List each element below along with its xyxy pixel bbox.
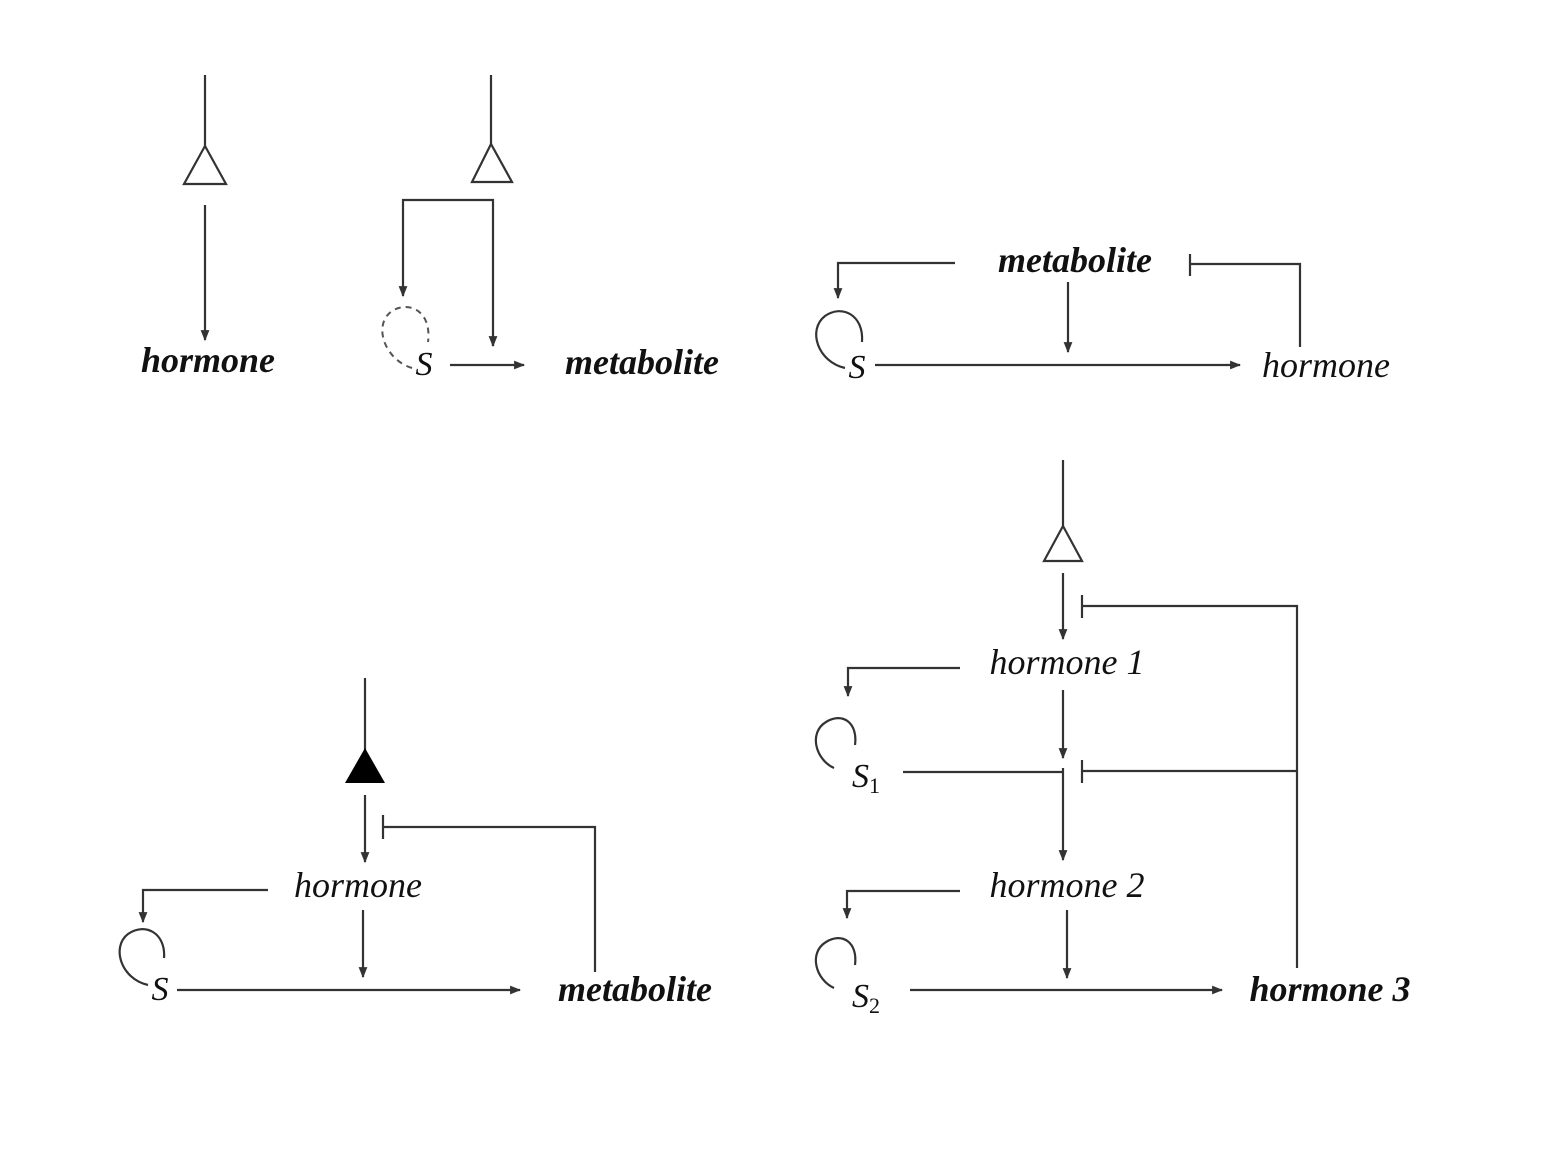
hormone-label: hormone: [1262, 345, 1390, 385]
substrate-label: S: [152, 971, 169, 1008]
substrate-2-label: S2: [852, 978, 880, 1018]
open-triangle-icon: [470, 141, 514, 184]
self-loop: [814, 717, 857, 770]
arrow: [138, 888, 268, 924]
panel-c: metabolite S hormone: [815, 240, 1390, 386]
substrate-1-label: S1: [852, 758, 880, 798]
panel-a: hormone: [141, 75, 275, 380]
panel-d: hormone S metabolite: [118, 678, 712, 1009]
metabolite-label: metabolite: [565, 342, 719, 382]
arrow: [842, 889, 960, 920]
arrow: [833, 261, 955, 300]
self-loop: [814, 937, 857, 990]
hormone-3-label: hormone 3: [1249, 969, 1410, 1009]
metabolite-label: metabolite: [998, 240, 1152, 280]
self-loop: [815, 310, 864, 370]
hormone-label: hormone: [141, 340, 275, 380]
open-triangle-icon: [1042, 523, 1084, 563]
inhibition-line: [1082, 604, 1299, 968]
substrate-label: S: [416, 346, 433, 383]
inhibition-line: [1190, 262, 1302, 347]
dashed-self-loop: [381, 306, 430, 369]
inhibition-line: [383, 825, 597, 972]
metabolite-label: metabolite: [558, 969, 712, 1009]
bracket-line: [401, 198, 495, 346]
substrate-label: S: [849, 349, 866, 386]
panel-b: S metabolite: [381, 75, 719, 383]
panel-e: hormone 1 S1 hormone 2 S2 hormone 3: [814, 460, 1411, 1018]
hormone-label: hormone: [294, 865, 422, 905]
hormone-1-label: hormone 1: [990, 642, 1145, 682]
arrow: [843, 666, 960, 698]
self-loop: [118, 928, 166, 987]
open-triangle-icon: [182, 143, 228, 186]
hormone-2-label: hormone 2: [990, 865, 1145, 905]
filled-triangle-icon: [345, 748, 385, 783]
